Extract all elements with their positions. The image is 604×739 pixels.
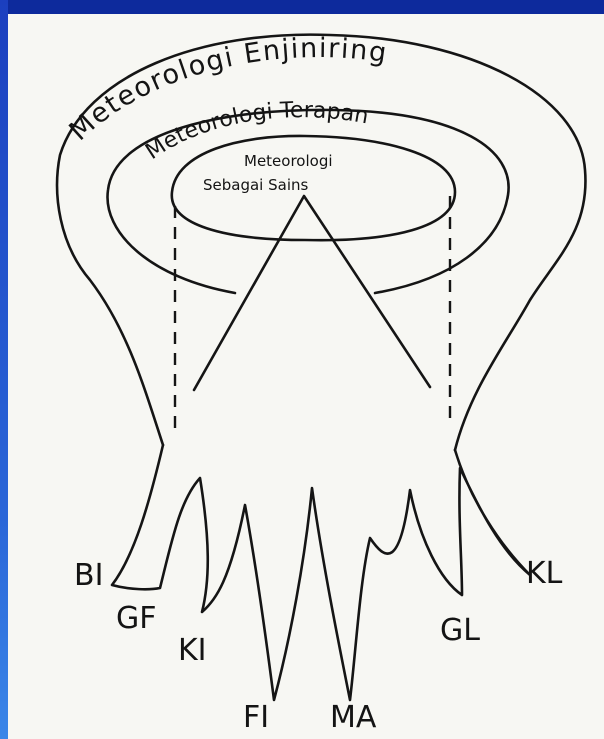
tentacles-outline: [112, 445, 530, 700]
tentacle-label-ma: MA: [330, 700, 377, 735]
tentacle-label-ki: KI: [178, 633, 207, 668]
tentacle-label-gf: GF: [116, 601, 157, 636]
inner-label-line2: Sebagai Sains: [203, 176, 309, 194]
tentacle-label-kl: KL: [526, 556, 563, 591]
tentacle-label-fi: FI: [243, 700, 269, 735]
tentacle-label-gl: GL: [440, 613, 480, 648]
tentacle-label-bi: BI: [74, 558, 103, 593]
inner-label-line1: Meteorologi: [244, 152, 333, 170]
